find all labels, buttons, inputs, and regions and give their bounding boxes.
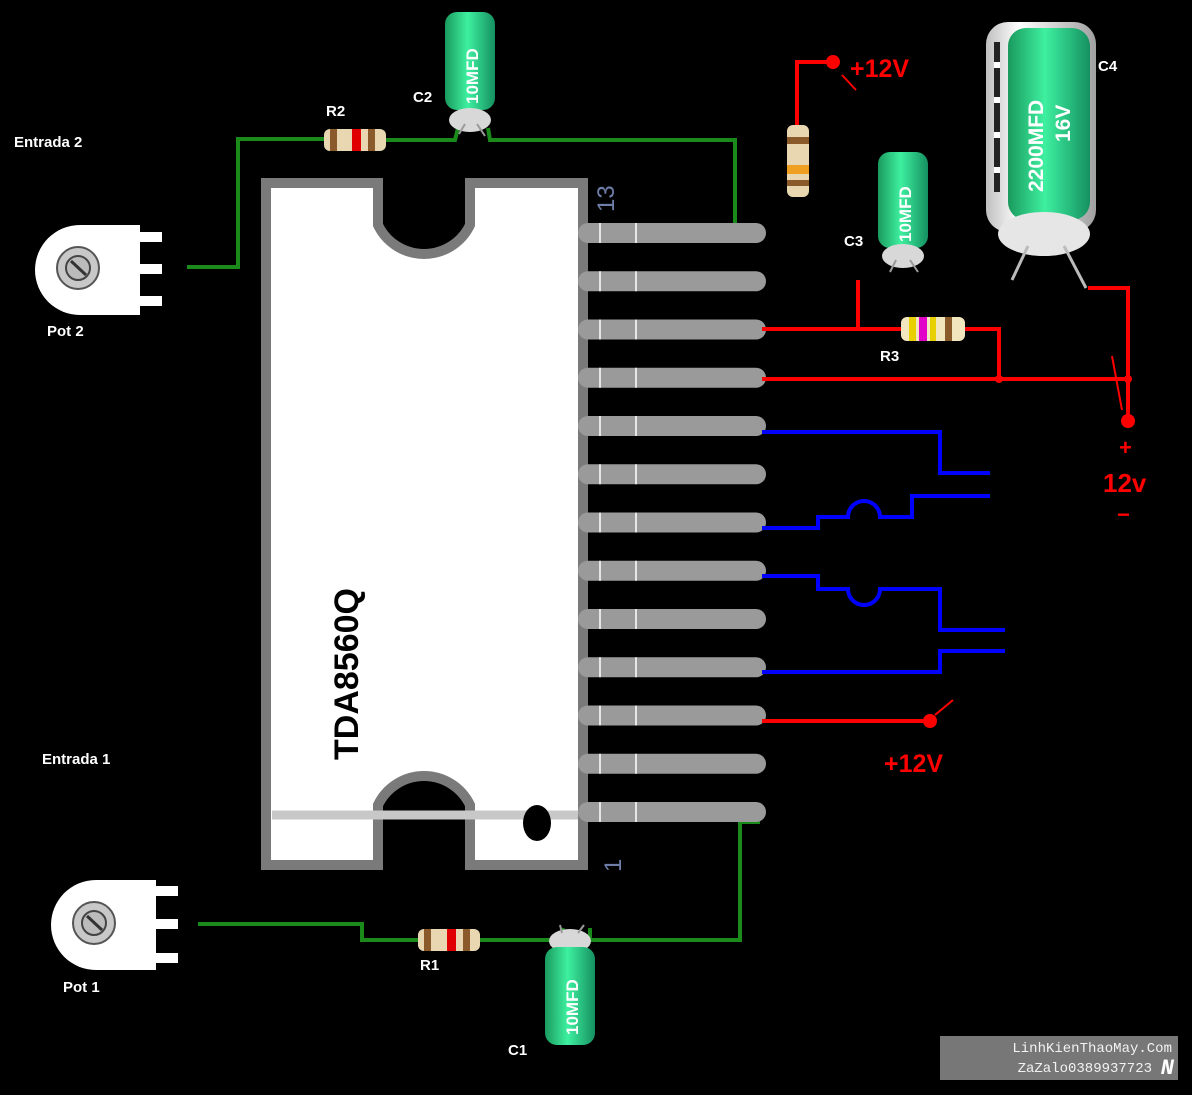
supply-plus-label: + — [1119, 435, 1132, 460]
ic-pin-4 — [578, 657, 766, 678]
r2-label: R2 — [326, 103, 345, 120]
node-12v-rail — [1121, 414, 1135, 428]
wire-c1-pin1 — [588, 820, 760, 942]
speaker-wire-3 — [762, 574, 1005, 632]
pin-1-label: 1 — [600, 859, 627, 872]
arrow-top — [841, 74, 857, 91]
resistor-r3 — [901, 317, 965, 341]
voltage-top-label: +12V — [850, 55, 909, 83]
chip-name-label: TDA8560Q — [328, 588, 366, 760]
ic-pin-8 — [578, 464, 766, 485]
arrow-bottom — [934, 699, 954, 716]
watermark-mark: N — [1160, 1056, 1174, 1081]
capacitor-c1: 10MFD — [545, 924, 595, 1045]
node-12v-top — [826, 55, 840, 69]
c4-value-2: 16V — [1052, 105, 1075, 142]
speaker-wires — [762, 430, 1005, 674]
wire-r3-rail — [963, 327, 1001, 379]
potentiometer-pot1 — [51, 880, 178, 970]
c2-value: 10MFD — [463, 48, 482, 104]
r1-label: R1 — [420, 957, 439, 974]
supply-minus-label: − — [1117, 502, 1130, 527]
c4-label: C4 — [1098, 58, 1118, 75]
ic-pin-10 — [578, 367, 766, 388]
c4-value-1: 2200MFD — [1025, 100, 1048, 192]
ic-pin-3 — [578, 705, 766, 726]
ic-pin-12 — [578, 271, 766, 292]
ic-pin-13 — [578, 223, 766, 243]
pot-2-label: Pot 2 — [47, 323, 84, 340]
watermark: LinhKienThaoMay.Com ZaZalo0389937723 N — [940, 1036, 1178, 1080]
voltage-bottom-label: +12V — [884, 750, 943, 778]
speaker-wire-4 — [762, 649, 1005, 674]
wire-c4-rail — [1088, 286, 1130, 420]
ic-pin-5 — [578, 609, 766, 629]
ic-pin-1 — [578, 802, 766, 822]
entrada-2-label: Entrada 2 — [14, 134, 82, 151]
arrow-rail — [1111, 355, 1123, 411]
c1-value: 10MFD — [563, 979, 582, 1035]
entrada-1-label: Entrada 1 — [42, 751, 110, 768]
ic-pins — [578, 223, 766, 822]
ic-pin-9 — [578, 416, 766, 436]
c3-value: 10MFD — [896, 186, 915, 242]
watermark-site: LinhKienThaoMay.Com — [1012, 1041, 1172, 1057]
ic-pin-7 — [578, 512, 766, 533]
ic-pin-2 — [578, 753, 766, 774]
junction-c4 — [1124, 375, 1132, 383]
c1-label: C1 — [508, 1042, 527, 1059]
capacitor-c3: 10MFD — [878, 152, 928, 273]
node-12v-bottom — [923, 714, 937, 728]
resistor-r1 — [418, 929, 480, 951]
speaker-wire-2 — [762, 494, 990, 530]
ic-tda8560q: TDA8560Q 13 1 — [261, 178, 627, 872]
ic-body — [261, 178, 588, 870]
wire-r2-c2 — [385, 127, 460, 142]
wire-input1 — [198, 922, 420, 942]
watermark-phone: ZaZalo0389937723 — [1017, 1061, 1152, 1077]
c3-label: C3 — [844, 233, 863, 250]
capacitor-c4: 2200MFD 16V — [986, 22, 1096, 289]
pin1-marker-dot — [523, 805, 551, 841]
speaker-wire-1 — [762, 430, 990, 475]
resistor-r2 — [324, 129, 386, 151]
wire-r-top-12v — [795, 60, 832, 125]
capacitor-c2: 10MFD — [445, 12, 495, 137]
pin-13-label: 13 — [593, 185, 620, 212]
ic-pin-6 — [578, 560, 766, 581]
r3-label: R3 — [880, 348, 899, 365]
supply-voltage-label: 12v — [1103, 468, 1147, 498]
wire-input2 — [187, 137, 330, 269]
labels: Entrada 2 Entrada 1 Pot 2 Pot 1 R2 R1 R3… — [14, 58, 1118, 1059]
potentiometer-pot2 — [35, 225, 162, 315]
junction-r3 — [995, 375, 1003, 383]
ic-pin-11 — [578, 319, 766, 340]
c2-label: C2 — [413, 89, 432, 106]
voltage-labels: +12V +12V + 12v − — [850, 55, 1147, 778]
pot-1-label: Pot 1 — [63, 979, 100, 996]
resistor-top — [787, 125, 809, 197]
